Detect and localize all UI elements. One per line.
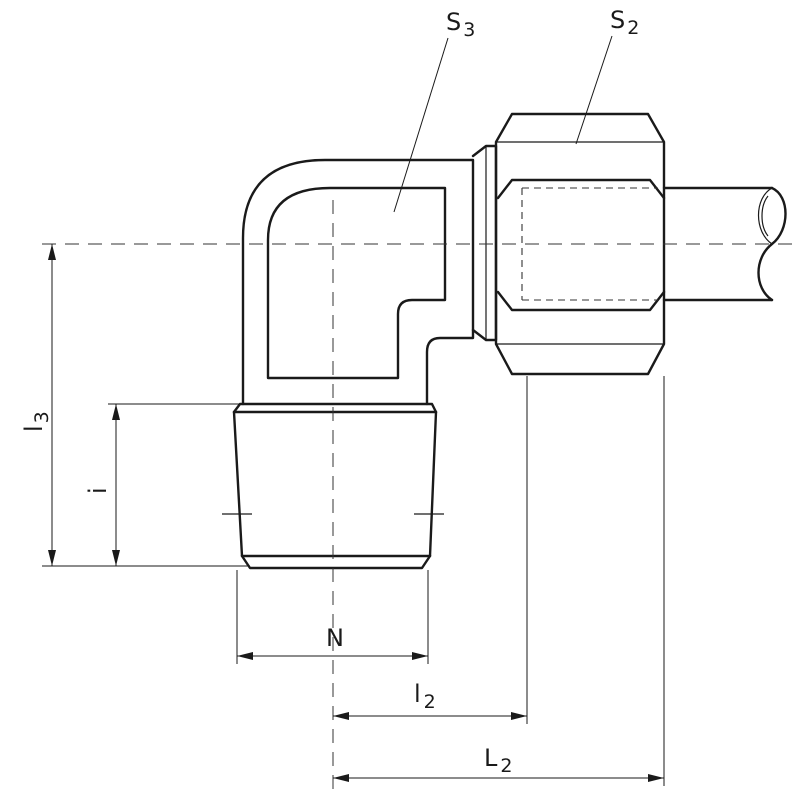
hex-nut [494,112,666,376]
leader-s2 [575,35,613,145]
dimension-l2 [333,712,527,720]
dimension-L2 [333,774,664,782]
leader-s3 [393,37,449,213]
threaded-end [222,402,444,570]
label-l3: l3 [20,411,53,432]
extension-lines [42,376,665,786]
tube [662,186,787,302]
label-i: i [84,487,112,494]
elbow-body [241,158,475,406]
label-n: N [326,624,344,652]
dimension-l3 [48,244,56,566]
dimension-n [237,652,428,660]
collar-ring [471,144,498,342]
dimension-i [112,404,120,566]
